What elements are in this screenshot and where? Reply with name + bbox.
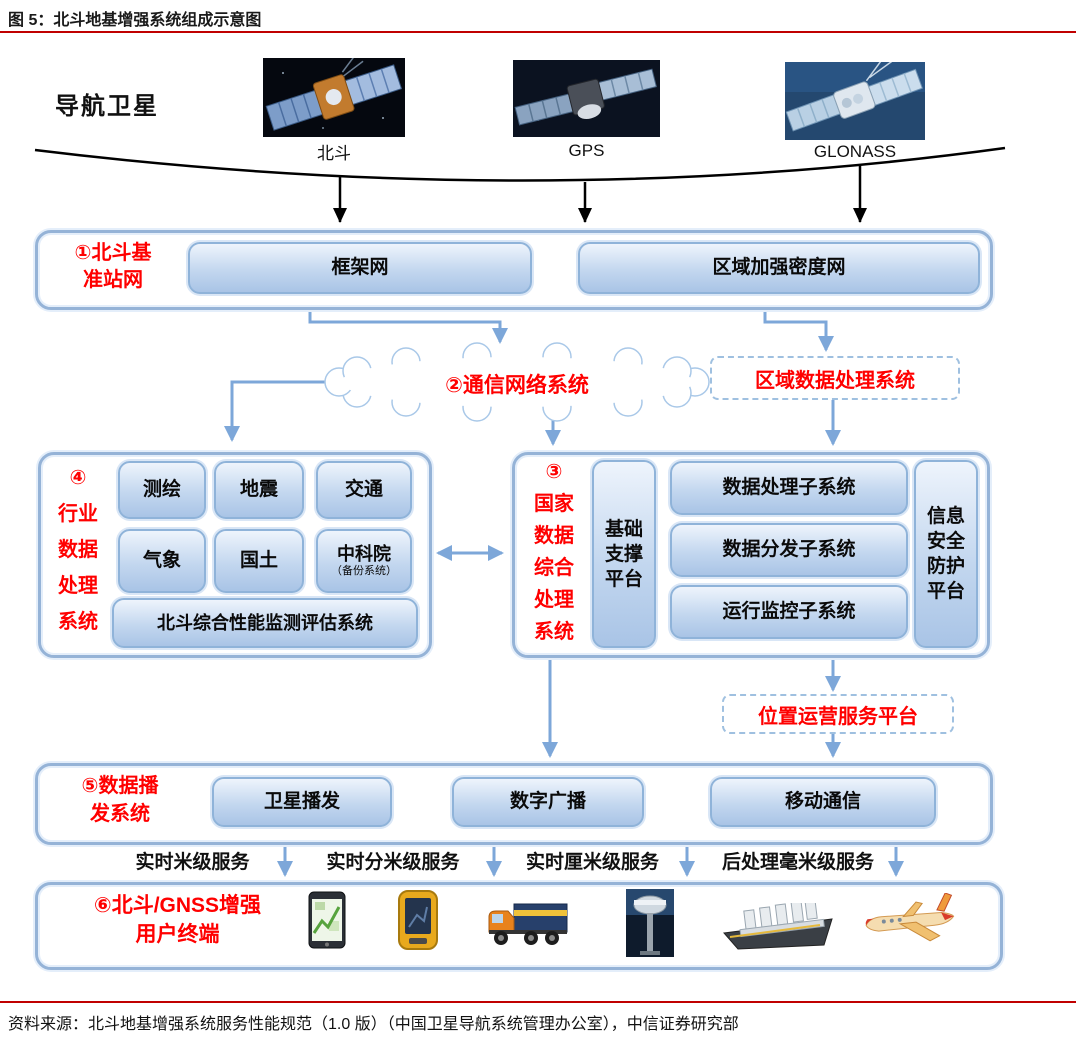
figure-title: 图 5：北斗地基增强系统组成示意图: [8, 12, 262, 29]
footer-rule: [0, 1001, 1076, 1003]
national-system-label: ③ 国家 数据 综合 处理 系统: [534, 461, 574, 643]
meteorology-box: 气象: [118, 529, 206, 593]
mobile-comm-box: 移动通信: [710, 777, 936, 827]
location-service-platform-box: 位置运营服务平台: [722, 694, 954, 734]
gnss-antenna-icon: [626, 889, 674, 957]
data-processing-subsystem-box: 数据处理子系统: [670, 461, 908, 515]
service-millimeter-label: 后处理毫米级服务: [721, 852, 874, 873]
transport-box: 交通: [316, 461, 412, 519]
user-terminal-label: ⑥北斗/GNSS增强 用户终端: [93, 894, 262, 946]
comm-network-cloud-label: ②通信网络系统: [445, 374, 589, 397]
digital-broadcast-box: 数字广播: [452, 777, 644, 827]
smartphone-icon: [308, 891, 346, 949]
handheld-gps-icon: [398, 890, 438, 950]
beidou-label: 北斗: [317, 144, 351, 163]
nav-satellites-label: 导航卫星: [55, 93, 159, 120]
glonass-satellite-image: [785, 62, 925, 140]
service-decimeter-label: 实时分米级服务: [326, 852, 460, 873]
service-centimeter-label: 实时厘米级服务: [525, 852, 659, 873]
cas-backup-box: 中科院 （备份系统）: [316, 529, 412, 593]
gps-label: GPS: [568, 141, 605, 160]
airplane-icon: [865, 893, 955, 942]
operation-monitor-subsystem-box: 运行监控子系统: [670, 585, 908, 639]
regional-data-processing-box: 区域数据处理系统: [710, 356, 960, 400]
base-station-network-label: ①北斗基 准站网: [74, 242, 152, 291]
truck-icon: [488, 903, 568, 945]
broadcast-system-label: ⑤数据播 发系统: [81, 775, 159, 825]
satellite-arc: [34, 146, 1006, 182]
gps-satellite-image: [513, 60, 660, 137]
info-security-platform-box: 信息 安全 防护 平台: [914, 460, 978, 648]
glonass-label: GLONASS: [813, 142, 897, 161]
earthquake-box: 地震: [214, 461, 304, 519]
regional-densify-net-box: 区域加强密度网: [578, 242, 980, 294]
frame-net-box: 框架网: [188, 242, 532, 294]
ship-icon: [723, 903, 833, 950]
land-box: 国土: [214, 529, 304, 593]
title-rule: [0, 31, 1076, 33]
beidou-satellite-image: [263, 58, 405, 137]
performance-monitor-box: 北斗综合性能监测评估系统: [112, 598, 418, 648]
industry-system-label: ④ 行业 数据 处理 系统: [58, 467, 98, 633]
data-distribution-subsystem-box: 数据分发子系统: [670, 523, 908, 577]
surveying-box: 测绘: [118, 461, 206, 519]
base-support-platform-box: 基础 支撑 平台: [592, 460, 656, 648]
service-meter-label: 实时米级服务: [135, 852, 250, 873]
source-note: 资料来源：北斗地基增强系统服务性能规范（1.0 版）（中国卫星导航系统管理办公室…: [8, 1016, 739, 1033]
cloud-shape: [324, 342, 710, 422]
satellite-broadcast-box: 卫星播发: [212, 777, 392, 827]
